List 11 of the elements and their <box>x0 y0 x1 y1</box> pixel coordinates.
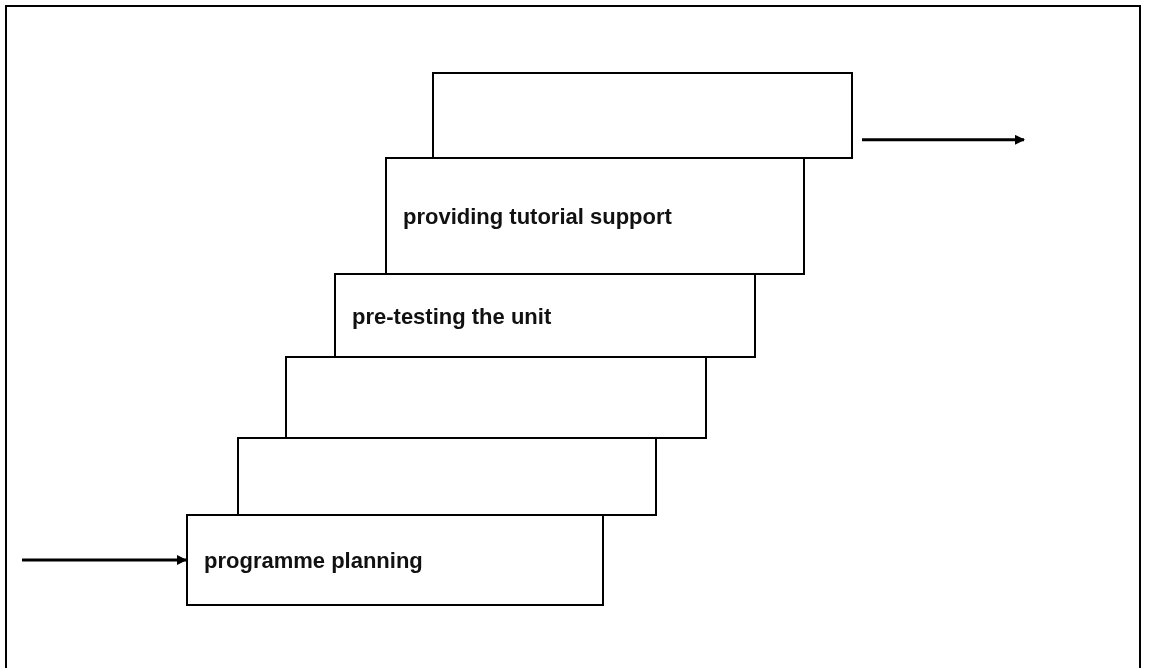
empty-step-box <box>237 437 657 516</box>
step-label: providing tutorial support <box>403 204 672 230</box>
arrow <box>862 134 1025 145</box>
step-box <box>334 273 756 358</box>
step-box <box>385 157 805 275</box>
step-box <box>186 514 604 606</box>
empty-step-box <box>432 72 853 159</box>
step-label: programme planning <box>204 548 423 574</box>
empty-step-box <box>285 356 707 439</box>
step-label: pre-testing the unit <box>352 303 552 330</box>
arrow <box>22 555 187 565</box>
